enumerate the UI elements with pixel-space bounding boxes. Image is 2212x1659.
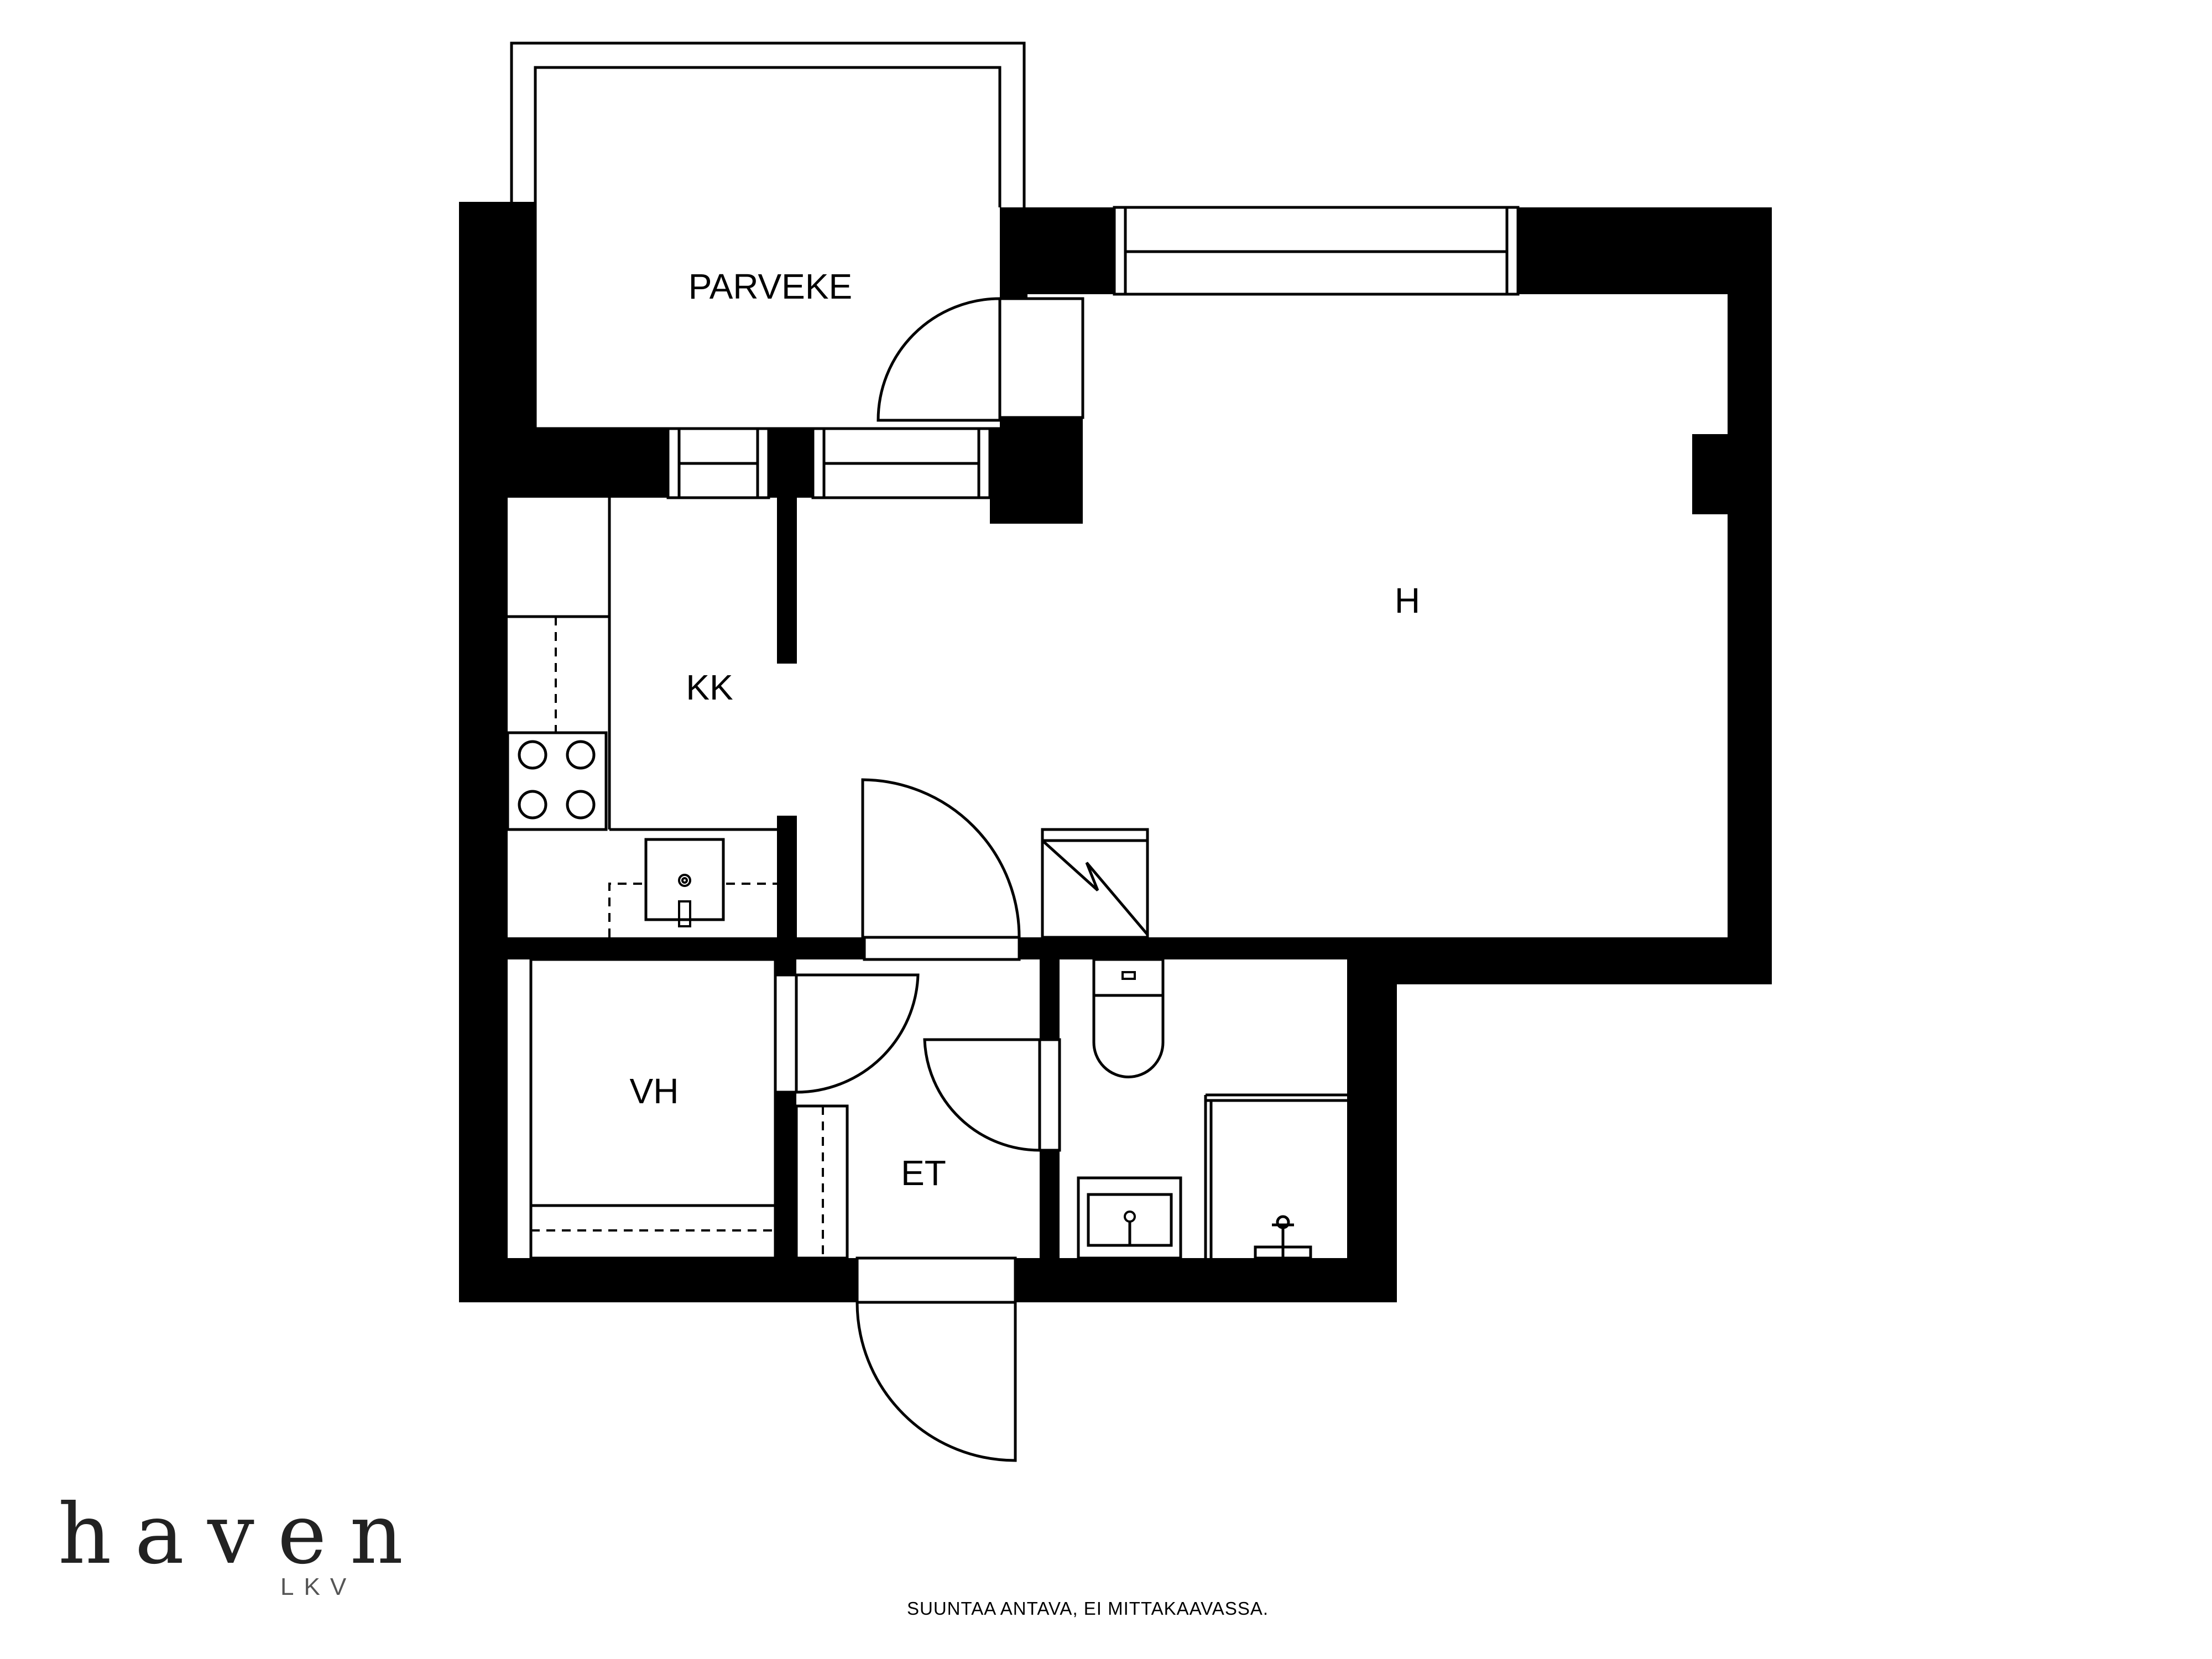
room-label-kitchen: KK	[686, 667, 733, 707]
toilet-icon	[1092, 958, 1165, 1078]
shower-area	[1204, 1093, 1347, 1258]
room-label-living: H	[1395, 581, 1420, 620]
closet-door	[774, 973, 920, 1094]
walls	[459, 202, 1772, 1302]
wall-openings	[1086, 296, 1728, 299]
logo-subtitle: LKV	[280, 1573, 357, 1600]
living-door	[861, 778, 1021, 961]
room-label-closet: VH	[630, 1071, 679, 1111]
balcony-door	[877, 297, 1084, 524]
room-label-balcony: PARVEKE	[688, 267, 852, 306]
balcony	[510, 41, 1026, 430]
wardrobe-icon	[1041, 828, 1149, 939]
kitchen-sink-icon	[608, 838, 777, 937]
entrance-door	[855, 1256, 1017, 1462]
closet-fixtures	[529, 958, 777, 1260]
living-window	[1113, 206, 1520, 296]
shower-faucet-icon	[1254, 1215, 1312, 1260]
washbasin-icon	[1077, 1176, 1182, 1260]
room-label-hall: ET	[901, 1153, 946, 1193]
kitchen-cabinets	[508, 498, 777, 831]
kitchen-window-left	[666, 427, 770, 499]
stove-icon	[506, 731, 608, 831]
brand-logo: haven LKV	[58, 1493, 403, 1604]
hall-closet	[795, 1104, 849, 1260]
logo-wordmark: haven	[58, 1486, 427, 1583]
scale-disclaimer: SUUNTAA ANTAVA, EI MITTAKAAVASSA.	[907, 1598, 1269, 1619]
wc-door	[923, 1038, 1061, 1152]
kitchen-window-right	[811, 427, 992, 499]
